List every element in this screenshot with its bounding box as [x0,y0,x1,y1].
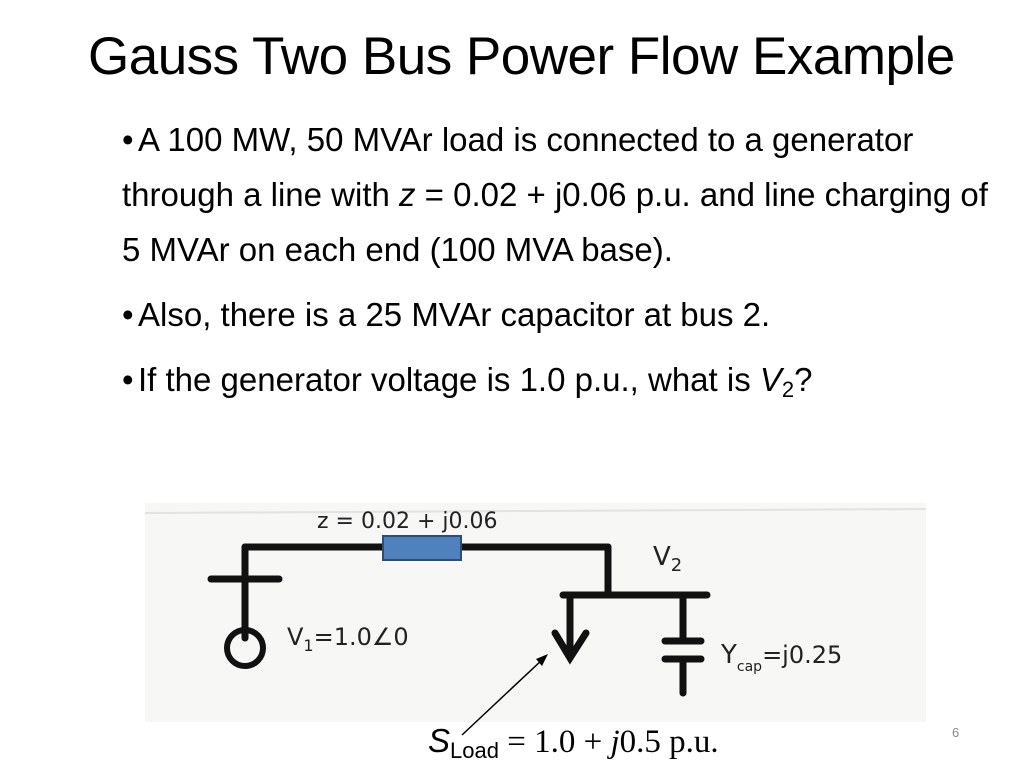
bullet-load-description: •A 100 MW, 50 MVAr load is connected to … [122,112,1002,277]
generator-icon [224,627,266,669]
diagram-paper [145,503,926,722]
bullet-marker: • [122,121,134,158]
load-arrowhead [551,629,590,665]
z-symbol: z [399,176,416,213]
circuit-wiring [207,543,711,697]
circuit-diagram: z = 0.02 + j0.06 V2 V1=1.0∠0 Ycap=j0.25 [145,503,926,722]
bullet-text: A 100 MW, 50 MVAr load is connected to a… [122,121,914,213]
bullet-capacitor: •Also, there is a 25 MVAr capacitor at b… [122,287,1002,342]
load-power-label: SLoad = 1.0 + j0.5 p.u. [428,722,719,763]
slide-number: 6 [952,725,960,740]
paper-edge [145,508,926,514]
s-subscript: Load [450,738,499,763]
bullet-text: Also, there is a 25 MVAr capacitor at bu… [138,296,771,333]
line-impedance-label: z = 0.02 + j0.06 [317,509,497,534]
slide-title: Gauss Two Bus Power Flow Example [88,27,955,86]
load-value: 0.5 p.u. [619,724,719,760]
v-subscript: 2 [781,377,795,402]
s-symbol: S [428,722,451,759]
bullet-text-cont: = 0.02 + j0.06 p.u. and line charging of… [122,176,988,268]
bullet-marker: • [122,296,134,333]
bullet-question: •If the generator voltage is 1.0 p.u., w… [122,352,1002,407]
cap-admittance-label: Ycap=j0.25 [720,640,842,675]
load-equals: = 1.0 + [498,724,611,760]
bus2-label: V2 [653,542,682,576]
bullet-text-end: ? [794,361,813,398]
bullet-marker: • [122,361,134,398]
v-symbol: V [759,361,782,398]
gen-voltage-label: V1=1.0∠0 [287,623,409,655]
line-impedance-box [382,535,462,561]
j-symbol: j [610,724,620,760]
bullet-list: •A 100 MW, 50 MVAr load is connected to … [122,112,1002,417]
bullet-text: If the generator voltage is 1.0 p.u., wh… [138,361,760,398]
